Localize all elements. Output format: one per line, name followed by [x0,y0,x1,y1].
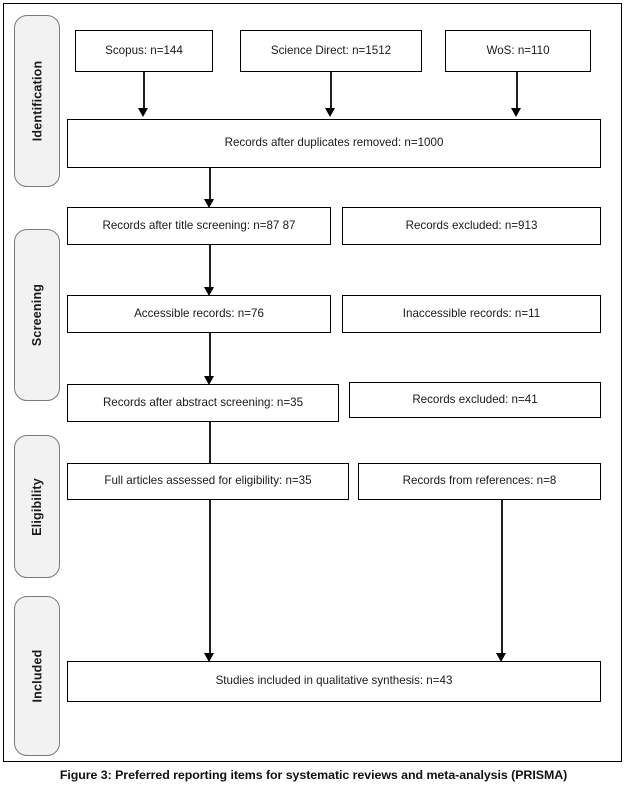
node-duplicates-removed: Records after duplicates removed: n=1000 [67,119,601,168]
node-full-articles-eligibility-text: Full articles assessed for eligibility: … [104,474,312,488]
node-records-from-references: Records from references: n=8 [358,463,601,500]
connector-scopus-to-duplicates [143,72,145,110]
node-title-screening: Records after title screening: n=87 87 [67,207,331,245]
node-inaccessible-records: Inaccessible records: n=11 [342,295,601,333]
arrowhead-references-to-included [496,653,506,662]
arrowhead-wos-to-duplicates [511,108,521,117]
node-inaccessible-records-text: Inaccessible records: n=11 [402,306,541,320]
stage-tab-included-label: Included [30,649,44,703]
connector-science-direct-to-duplicates [330,72,332,110]
node-included-synthesis: Studies included in qualitative synthesi… [67,661,601,702]
stage-tab-included: Included [14,596,60,756]
node-full-articles-eligibility: Full articles assessed for eligibility: … [67,463,349,500]
node-abstract-screening-text: Records after abstract screening: n=35 [102,395,304,409]
node-records-from-references-text: Records from references: n=8 [402,474,557,488]
connector-wos-to-duplicates [516,72,518,110]
stage-tab-eligibility-label: Eligibility [30,477,45,536]
node-source-science-direct: Science Direct: n=1512 [240,30,422,72]
node-source-wos-text: WoS: n=110 [486,43,550,57]
stage-tab-eligibility: Eligibility [14,435,60,578]
stage-tab-screening-label: Screening [30,283,44,347]
arrowhead-science-direct-to-duplicates [325,108,335,117]
node-included-synthesis-text: Studies included in qualitative synthesi… [215,674,453,688]
stage-tab-identification-label: Identification [30,60,45,142]
stage-tab-screening: Screening [14,229,60,401]
node-title-screening-text: Records after title screening: n=87 87 [102,218,296,232]
node-excluded-title: Records excluded: n=913 [342,207,601,245]
arrowhead-title-to-accessible [204,287,214,296]
node-source-scopus-text: Scopus: n=144 [105,43,183,57]
connector-duplicates-to-title-screening [209,168,211,201]
stage-tab-identification: Identification [14,15,60,187]
arrowhead-accessible-to-abstract [204,376,214,385]
node-source-scopus: Scopus: n=144 [75,30,213,72]
connector-eligibility-to-included [209,500,211,655]
node-duplicates-removed-text: Records after duplicates removed: n=1000 [224,136,444,150]
arrowhead-eligibility-to-included [204,653,214,662]
node-abstract-screening: Records after abstract screening: n=35 [67,384,339,422]
node-source-wos: WoS: n=110 [445,30,591,72]
connector-abstract-to-full-articles [209,422,211,467]
figure-caption: Figure 3: Preferred reporting items for … [59,768,568,782]
node-excluded-abstract-text: Records excluded: n=41 [412,392,538,406]
node-source-science-direct-text: Science Direct: n=1512 [270,43,392,57]
diagram-frame: Identification Screening Eligibility Inc… [3,3,622,762]
arrowhead-scopus-to-duplicates [138,108,148,117]
node-accessible-records: Accessible records: n=76 [67,295,331,333]
node-accessible-records-text: Accessible records: n=76 [134,306,264,320]
arrowhead-duplicates-to-title-screening [204,199,214,208]
node-excluded-abstract: Records excluded: n=41 [349,382,601,418]
node-excluded-title-text: Records excluded: n=913 [405,218,538,232]
connector-accessible-to-abstract [209,333,211,378]
connector-references-to-included [501,500,503,655]
connector-title-to-accessible [209,245,211,289]
